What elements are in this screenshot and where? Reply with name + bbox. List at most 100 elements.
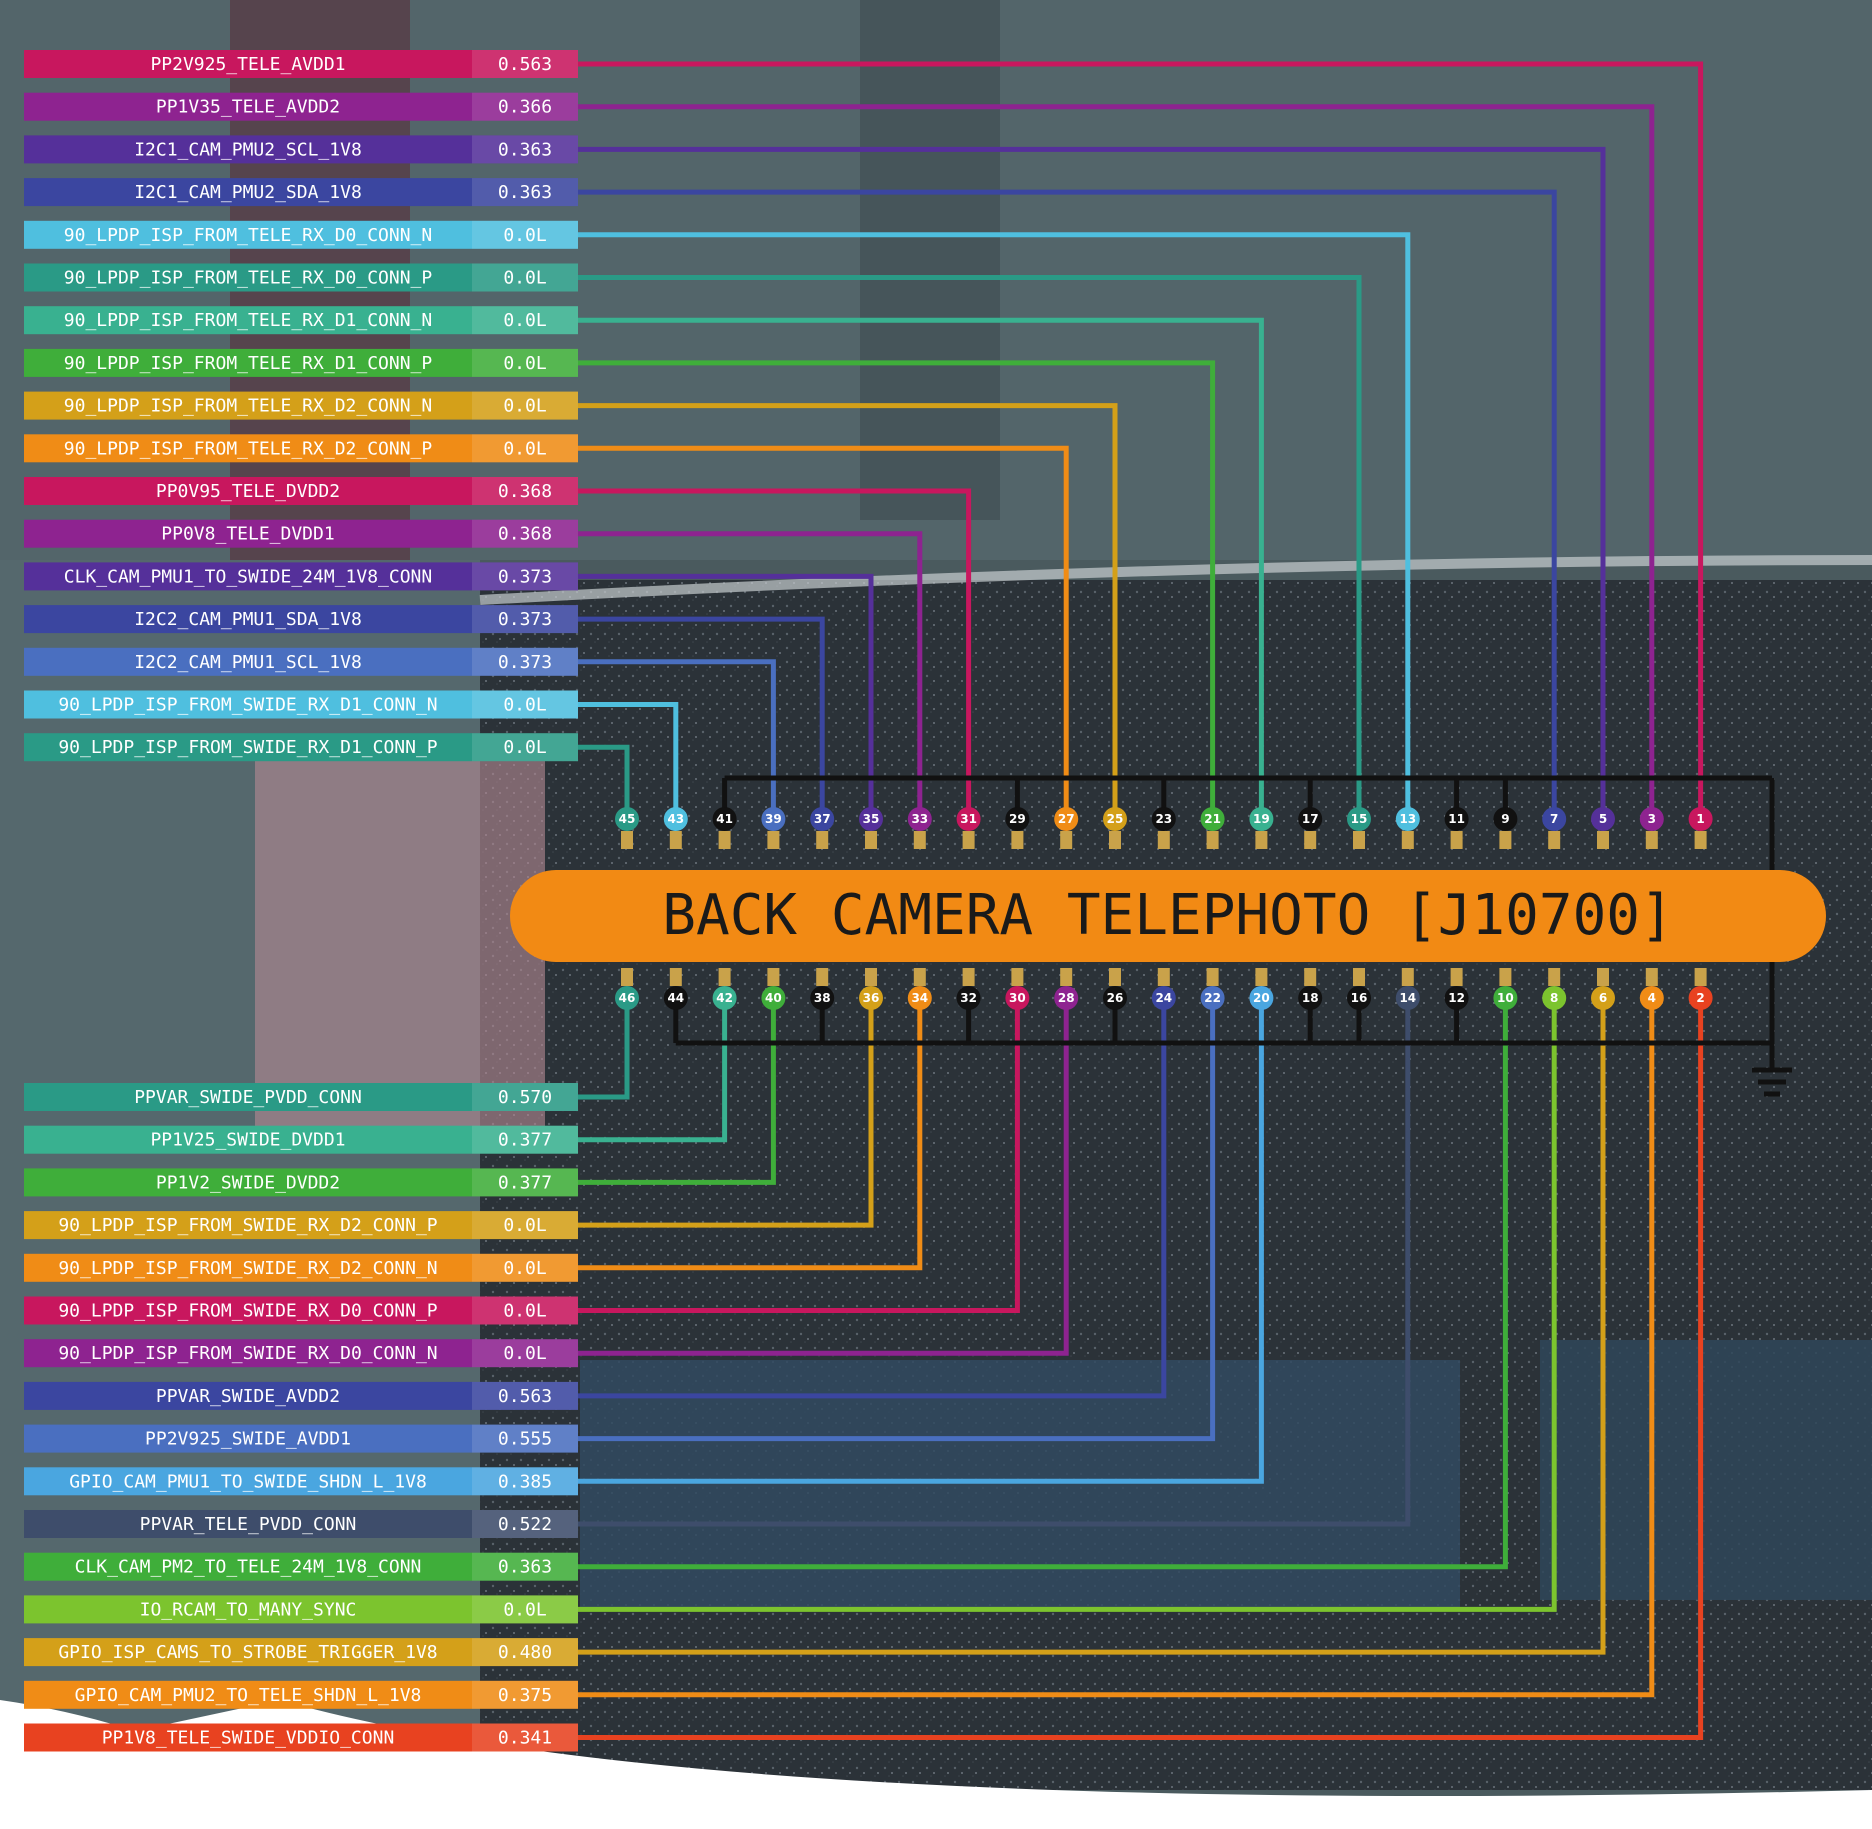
pin-number: 30	[1009, 991, 1026, 1005]
pin-pad	[718, 968, 731, 986]
signal-value-tint	[472, 391, 578, 420]
signal-value-tint	[472, 306, 578, 335]
pin-marker	[712, 986, 737, 1010]
pin-number: 21	[1204, 812, 1221, 826]
signal-name: 90_LPDP_ISP_FROM_SWIDE_RX_D1_CONN_N	[58, 695, 437, 716]
signal-name-bg	[24, 1168, 472, 1197]
signal-value: 0.563	[498, 1386, 552, 1407]
signal-trace	[578, 998, 1411, 1527]
signal-value-bg	[472, 391, 578, 420]
signal-value-tint	[472, 1339, 578, 1368]
pin-number: 2	[1696, 991, 1704, 1005]
top-pin-19: 19	[1249, 807, 1274, 849]
bottom-pin-30: 30	[1005, 968, 1030, 1010]
bottom-pin-32: 32	[956, 968, 981, 1010]
signal-trace	[578, 317, 1264, 819]
pin-marker	[1151, 807, 1176, 831]
signal-value: 0.0L	[503, 1301, 547, 1322]
signal-value-bg	[472, 1723, 578, 1752]
signal-value-bg	[472, 1424, 578, 1453]
signal-name-bg	[24, 1211, 472, 1240]
signal-name-bg	[24, 1638, 472, 1667]
signal-trace	[578, 146, 1606, 819]
signal-name: CLK_CAM_PM2_TO_TELE_24M_1V8_CONN	[75, 1557, 422, 1578]
signal-value-bg	[472, 1467, 578, 1496]
pin-pad	[1450, 968, 1463, 986]
pin-marker	[761, 986, 786, 1010]
signal-value: 0.363	[498, 139, 552, 160]
pin-number: 27	[1058, 812, 1075, 826]
signal-trace	[578, 445, 1069, 819]
signal-trace	[578, 998, 630, 1100]
pin-marker	[1347, 986, 1371, 1010]
signal-value-bg	[472, 92, 578, 121]
bottom-pin-14: 14	[1395, 968, 1420, 1010]
pin-pad	[1206, 831, 1219, 849]
signal-name-bg	[24, 1296, 472, 1325]
bottom-pin-6: 6	[1591, 968, 1615, 1010]
pin-marker	[1298, 986, 1323, 1010]
signal-trace	[578, 488, 972, 819]
signal-name: 90_LPDP_ISP_FROM_TELE_RX_D2_CONN_N	[64, 396, 432, 417]
pin-marker	[712, 807, 737, 831]
pin-marker	[1493, 807, 1518, 831]
signal-value-tint	[472, 92, 578, 121]
top-pin-35: 35	[859, 807, 883, 849]
signal-value-bg	[472, 348, 578, 377]
pin-pad	[1157, 968, 1170, 986]
signal-value-tint	[472, 1552, 578, 1581]
pin-number: 28	[1058, 991, 1075, 1005]
signal-value: 0.480	[498, 1642, 552, 1663]
top-pin-37: 37	[810, 807, 835, 849]
signal-trace	[578, 232, 1411, 819]
signal-trace	[578, 616, 825, 819]
pin-number: 11	[1448, 812, 1465, 826]
signal-trace	[578, 403, 1118, 819]
signal-value: 0.368	[498, 481, 552, 502]
pin-marker	[615, 807, 639, 831]
signal-value: 0.373	[498, 609, 552, 630]
top-pin-27: 27	[1054, 807, 1079, 849]
signal-name-bg	[24, 1595, 472, 1624]
pin-marker	[1591, 986, 1615, 1010]
pin-number: 6	[1599, 991, 1607, 1005]
signal-value: 0.0L	[503, 737, 547, 758]
signal-trace	[578, 998, 923, 1271]
signal-trace	[578, 998, 1508, 1570]
pin-pad	[962, 831, 975, 849]
pin-pad	[1645, 968, 1658, 986]
signal-value-tint	[472, 1638, 578, 1667]
pin-number: 26	[1107, 991, 1124, 1005]
signal-name: PP1V25_SWIDE_DVDD1	[150, 1130, 345, 1151]
pin-number: 10	[1497, 991, 1514, 1005]
pin-pad	[1109, 968, 1121, 986]
top-pin-45: 45	[615, 807, 639, 849]
bottom-pin-40: 40	[761, 968, 786, 1010]
pin-pad	[865, 831, 877, 849]
bottom-pin-26: 26	[1103, 968, 1127, 1010]
signal-value: 0.0L	[503, 1343, 547, 1364]
top-pin-29: 29	[1005, 807, 1030, 849]
signal-value-tint	[472, 178, 578, 207]
pin-pad	[1353, 831, 1365, 849]
pin-pad	[816, 831, 829, 849]
signal-name-bg	[24, 1552, 472, 1581]
signal-value-tint	[472, 1211, 578, 1240]
signal-value-bg	[472, 1638, 578, 1667]
signal-name: PP2V925_SWIDE_AVDD1	[145, 1429, 351, 1450]
signal-name-bg	[24, 92, 472, 121]
signal-value: 0.377	[498, 1130, 552, 1151]
signal-value-tint	[472, 519, 578, 548]
signal-name: I2C2_CAM_PMU1_SDA_1V8	[134, 609, 362, 630]
pin-number: 25	[1107, 812, 1124, 826]
signal-value-bg	[472, 1083, 578, 1111]
